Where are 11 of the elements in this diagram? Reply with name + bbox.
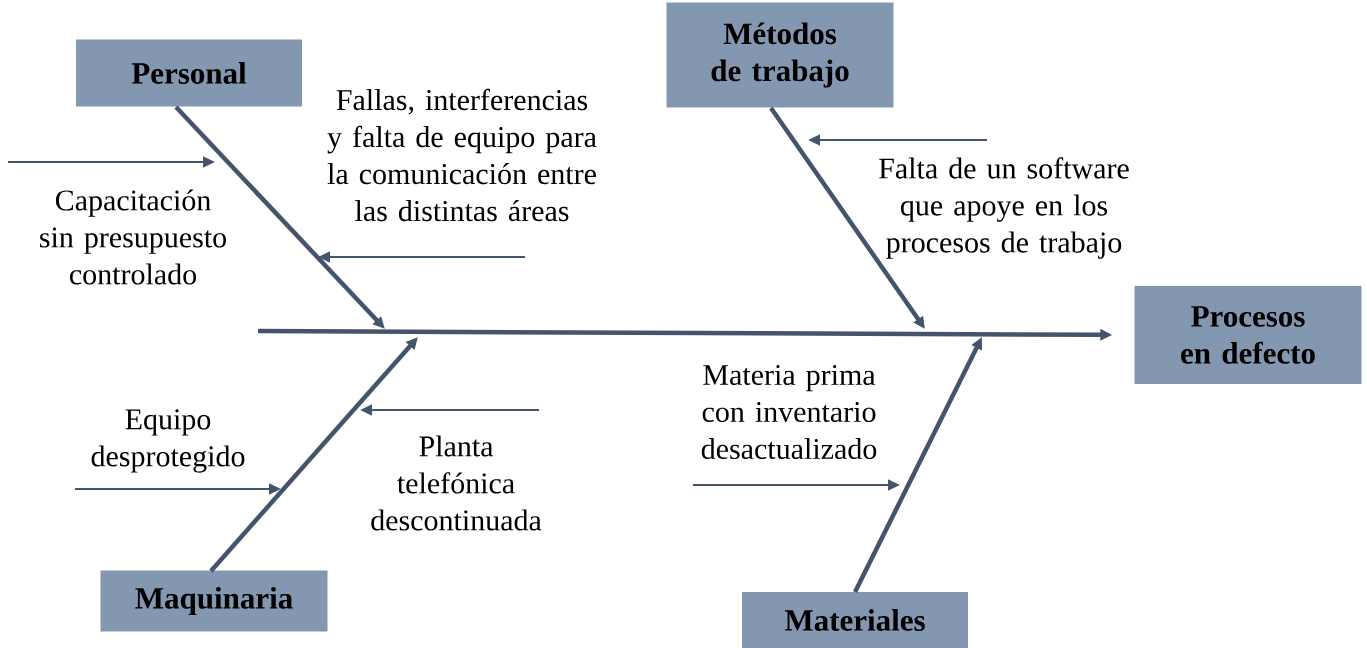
category-box: Materiales <box>742 592 968 648</box>
cause-text: Planta telefónica descontinuada <box>371 435 542 531</box>
cause-text: Materia prima con inventario desactualizado <box>701 364 877 460</box>
category-box: Métodos de trabajo <box>666 2 894 108</box>
category-box: Personal <box>76 39 302 107</box>
cause-text: Equipo desprotegido <box>91 409 245 473</box>
cause-text: Fallas, interferencias y falta de equipo para la comunicación entre las distintas áreas <box>327 88 597 222</box>
cause-text: Capacitación sin presupuesto controlado <box>40 189 226 285</box>
cause-text: Falta de un software que apoye en los procesos de trabajo <box>879 157 1129 259</box>
effect-box: Procesos en defecto <box>1134 286 1362 384</box>
category-box: Maquinaria <box>100 570 328 632</box>
